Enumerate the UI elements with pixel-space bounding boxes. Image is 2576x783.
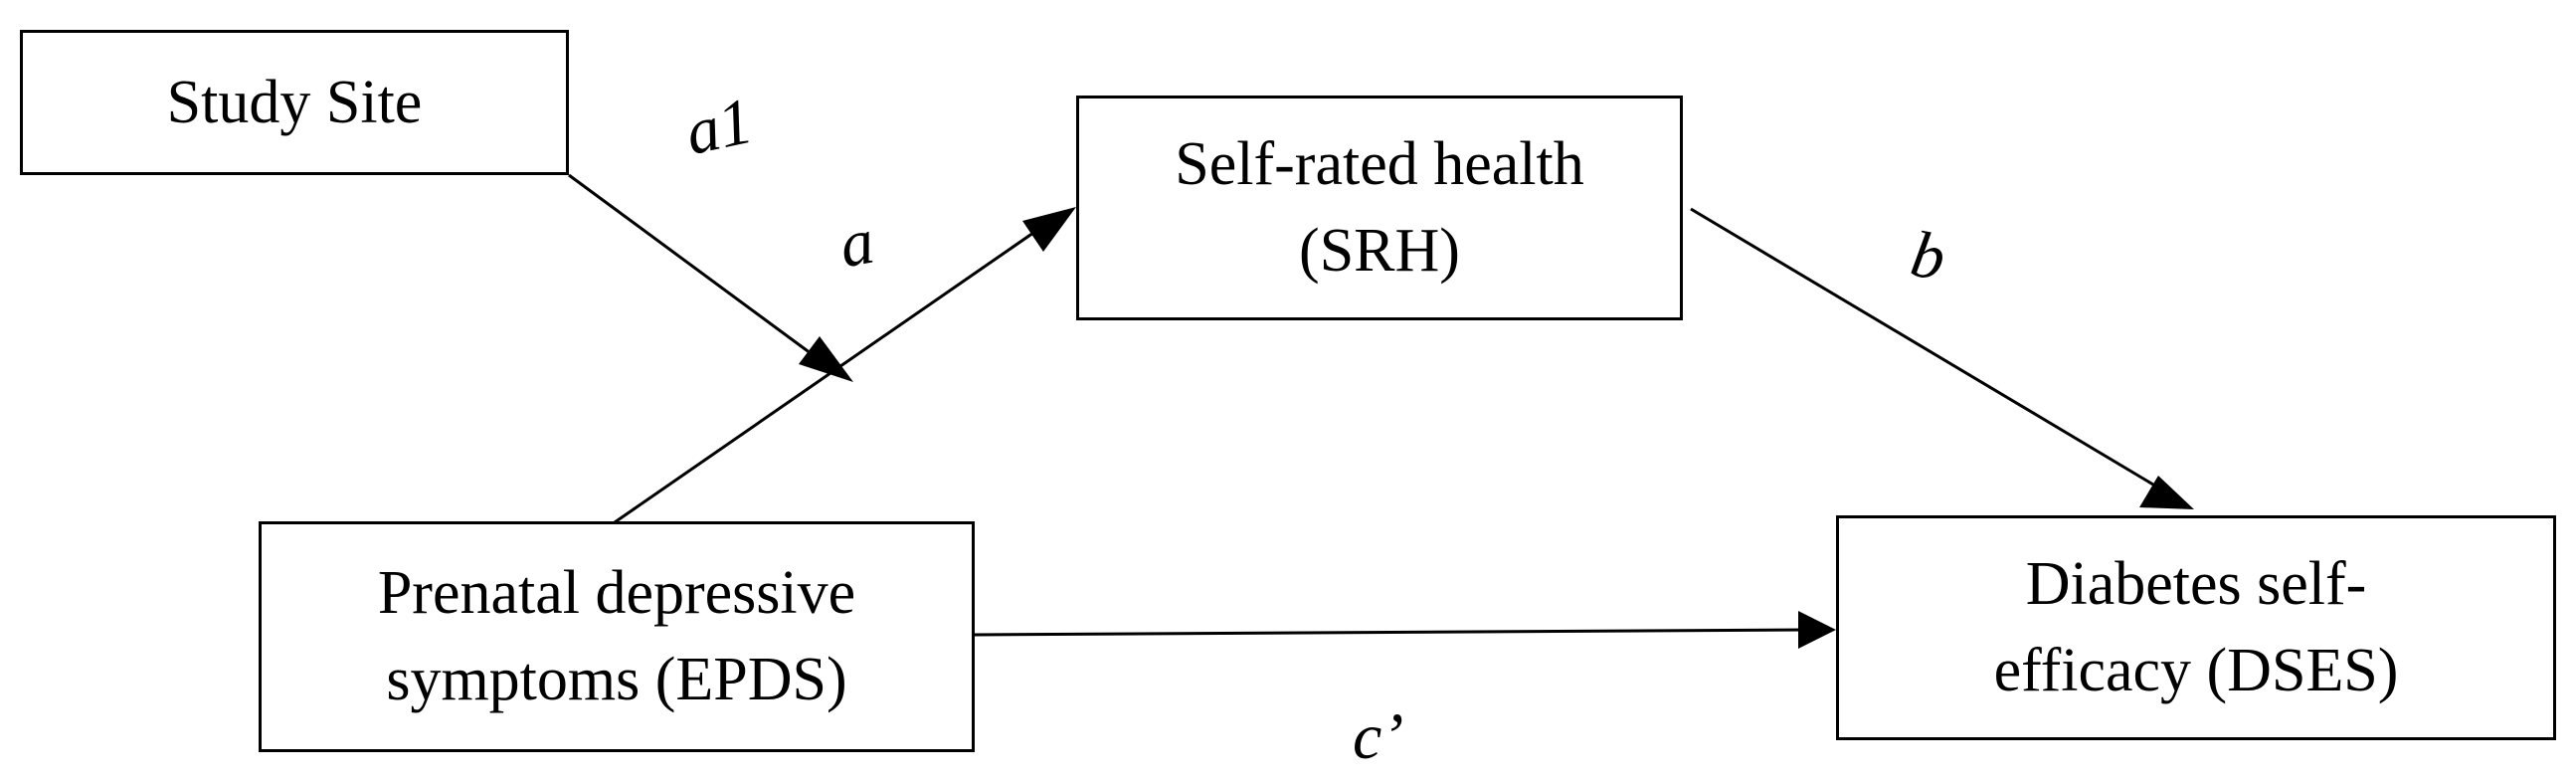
arrowhead-a1 bbox=[799, 336, 853, 382]
node-dses: Diabetes self- efficacy (DSES) bbox=[1836, 515, 2556, 740]
node-srh: Self-rated health (SRH) bbox=[1076, 96, 1683, 320]
edge-epds-to-dses bbox=[974, 628, 1806, 637]
path-label-a1: a1 bbox=[679, 84, 759, 170]
node-epds-line-2: symptoms (EPDS) bbox=[386, 646, 847, 713]
node-srh-line-2: (SRH) bbox=[1299, 217, 1460, 285]
node-study-site: Study Site bbox=[20, 30, 569, 175]
node-dses-line-2: efficacy (DSES) bbox=[1993, 637, 2399, 704]
edge-srh-to-dses bbox=[1690, 207, 2164, 492]
arrowhead-a bbox=[1022, 207, 1076, 252]
edge-study-site-to-path-a bbox=[568, 173, 834, 372]
node-study-site-line-1: Study Site bbox=[166, 68, 423, 136]
node-dses-line-1: Diabetes self- bbox=[2025, 550, 2367, 619]
path-label-c-prime: c’ bbox=[1353, 700, 1404, 773]
node-epds: Prenatal depressive symptoms (EPDS) bbox=[259, 521, 975, 752]
edge-epds-to-srh bbox=[614, 222, 1047, 524]
node-srh-line-1: Self-rated health bbox=[1175, 130, 1584, 199]
arrowhead-b bbox=[2139, 476, 2194, 509]
arrowhead-c-prime bbox=[1798, 611, 1836, 649]
node-epds-line-1: Prenatal depressive bbox=[377, 559, 856, 628]
